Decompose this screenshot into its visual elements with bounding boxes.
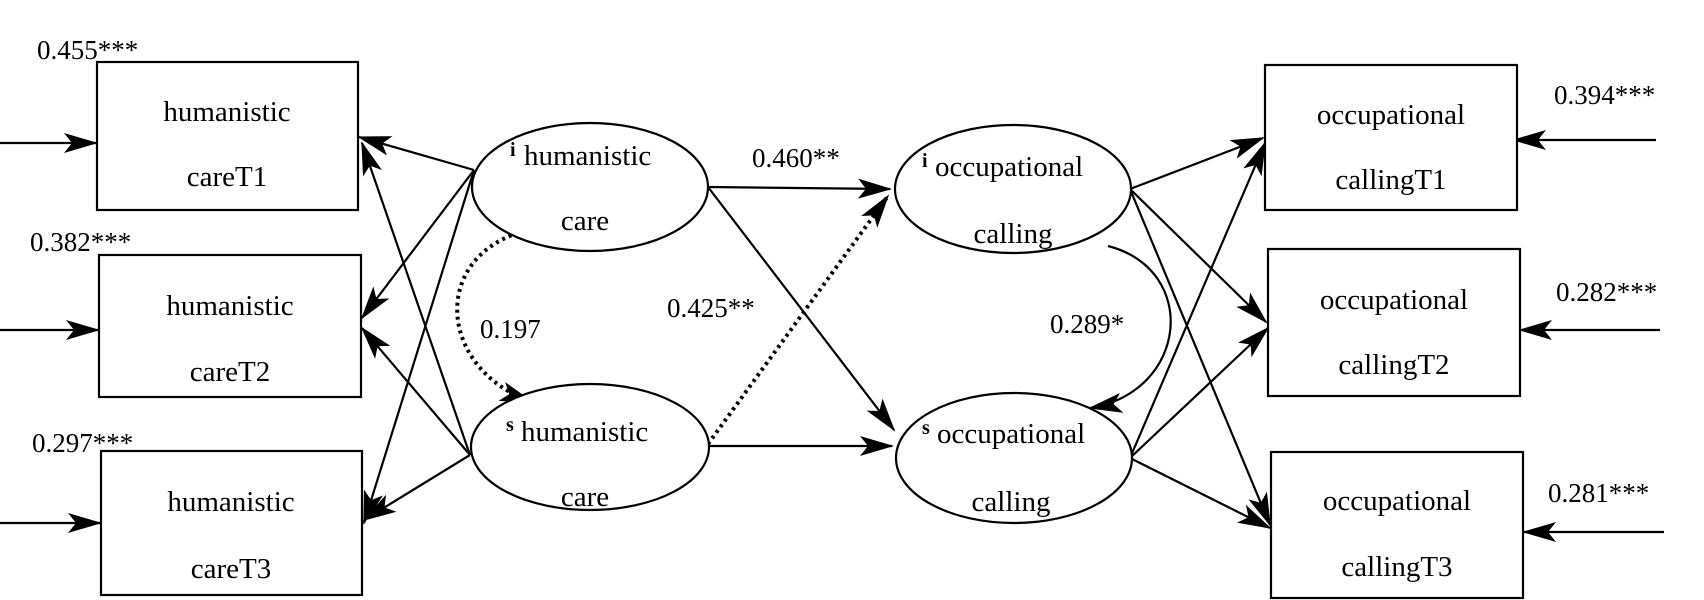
box-label-line1: occupational xyxy=(1323,485,1471,517)
box-humanistic-care-t3: humanistic careT3 xyxy=(99,449,364,597)
loading-ioc-t1 xyxy=(1129,136,1265,191)
loading-ioc-t3 xyxy=(1128,188,1272,527)
coef-shc-to-ioc: 0.425** xyxy=(667,293,755,323)
loading-shc-t3 xyxy=(362,454,471,522)
coef-hc-covariance: 0.197 xyxy=(480,314,541,344)
latent-slope-humanistic-care: s humanistic care xyxy=(469,382,711,513)
box-label-line1: humanistic xyxy=(166,290,293,322)
latent-label-line2: care xyxy=(561,481,609,513)
latent-label-line1: occupational xyxy=(937,418,1085,450)
latent-label-line2: care xyxy=(561,205,609,237)
latent-label-line2: calling xyxy=(974,218,1053,250)
loading-soc-t3 xyxy=(1129,457,1272,529)
loading-shc-t2 xyxy=(360,326,471,456)
box-label-line1: humanistic xyxy=(167,486,294,518)
residual-label-hc-t2: 0.382*** xyxy=(30,227,131,257)
box-label-line2: careT2 xyxy=(190,356,271,388)
latent-label-line1: humanistic xyxy=(524,140,651,172)
box-humanistic-care-t1: humanistic careT1 xyxy=(95,60,360,212)
box-occupational-calling-t2: occupational callingT2 xyxy=(1266,247,1522,398)
latent-slope-occupational-calling: s occupational calling xyxy=(894,391,1134,525)
latent-intercept-occupational-calling: i occupational calling xyxy=(893,123,1133,255)
loading-ioc-t2 xyxy=(1129,188,1268,324)
loading-soc-t2 xyxy=(1129,326,1270,459)
residual-label-hc-t3: 0.297*** xyxy=(32,428,133,458)
latent-label-line1: occupational xyxy=(935,151,1083,183)
residual-label-oc-t1: 0.394*** xyxy=(1554,80,1655,110)
latent-prefix: s xyxy=(922,417,930,439)
latent-label-line2: calling xyxy=(972,486,1051,518)
box-label-line1: occupational xyxy=(1320,284,1468,316)
coef-ihc-to-ioc: 0.460** xyxy=(752,143,840,173)
box-label-line1: humanistic xyxy=(163,96,290,128)
box-label-line1: occupational xyxy=(1317,99,1465,131)
latent-prefix: i xyxy=(922,150,928,172)
box-label-line2: callingT3 xyxy=(1341,551,1452,583)
residual-label-oc-t2: 0.282*** xyxy=(1556,277,1657,307)
box-label-line2: callingT1 xyxy=(1335,164,1446,196)
residual-label-oc-t3: 0.281*** xyxy=(1548,478,1649,508)
loading-ihc-t3 xyxy=(362,169,476,525)
latent-prefix: s xyxy=(506,414,514,436)
box-occupational-calling-t1: occupational callingT1 xyxy=(1263,63,1519,212)
path-ihc-to-soc xyxy=(707,186,896,432)
box-humanistic-care-t2: humanistic careT2 xyxy=(97,253,363,399)
box-label-line2: callingT2 xyxy=(1338,349,1449,381)
box-occupational-calling-t3: occupational callingT3 xyxy=(1269,450,1525,600)
coef-oc-covariance: 0.289* xyxy=(1050,309,1124,339)
latent-prefix: i xyxy=(510,139,516,161)
residual-label-hc-t1: 0.455*** xyxy=(37,35,138,65)
latent-label-line1: humanistic xyxy=(521,416,648,448)
loading-ihc-t2 xyxy=(360,169,475,320)
covariance-occupational-calling xyxy=(1088,244,1172,413)
loading-shc-t1 xyxy=(360,141,472,456)
box-label-line2: careT3 xyxy=(191,553,272,585)
loading-soc-t1 xyxy=(1128,141,1267,459)
covariance-humanistic-care xyxy=(455,231,534,404)
path-ihc-to-ioc xyxy=(707,178,892,199)
path-shc-to-ioc xyxy=(706,194,890,446)
loading-ihc-t1 xyxy=(357,135,475,172)
box-label-line2: careT1 xyxy=(187,161,268,193)
latent-intercept-humanistic-care: i humanistic care xyxy=(470,121,710,253)
